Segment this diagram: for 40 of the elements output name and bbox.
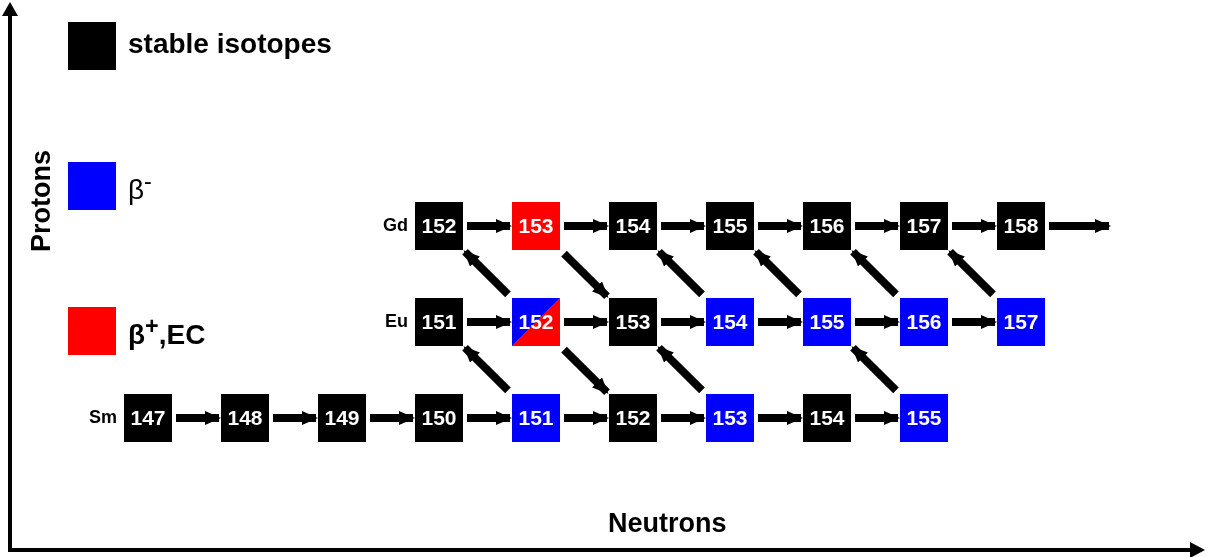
legend-label: stable isotopes <box>128 28 332 60</box>
isotope-box: 150 <box>415 394 463 442</box>
isotope-box: 153 <box>609 298 657 346</box>
isotope-box: 155 <box>803 298 851 346</box>
element-symbol: Eu <box>385 311 408 332</box>
arrow <box>850 248 899 298</box>
isotope-box: 156 <box>803 202 851 250</box>
arrow <box>656 344 705 394</box>
isotope-box: 158 <box>997 202 1045 250</box>
isotope-box: 157 <box>997 298 1045 346</box>
axis-title: Neutrons <box>608 508 727 539</box>
element-symbol: Gd <box>383 215 408 236</box>
isotope-box: 154 <box>706 298 754 346</box>
arrow <box>656 248 705 298</box>
isotope-box: 157 <box>900 202 948 250</box>
isotope-box: 154 <box>803 394 851 442</box>
arrow <box>561 250 610 300</box>
isotope-box: 149 <box>318 394 366 442</box>
isotope-box: 155 <box>900 394 948 442</box>
isotope-box: 154 <box>609 202 657 250</box>
arrow <box>462 248 511 298</box>
isotope-box: 151 <box>415 298 463 346</box>
arrow <box>462 344 511 394</box>
axis-title: Protons <box>26 150 57 252</box>
arrow <box>947 248 996 298</box>
isotope-box: 152 <box>609 394 657 442</box>
isotope-box: 151 <box>512 394 560 442</box>
isotope-box: 153 <box>706 394 754 442</box>
isotope-box: 148 <box>221 394 269 442</box>
arrow <box>850 344 899 394</box>
isotope-box: 147 <box>124 394 172 442</box>
arrow <box>561 346 610 396</box>
arrow <box>753 248 802 298</box>
isotope-box: 156 <box>900 298 948 346</box>
isotope-box: 155 <box>706 202 754 250</box>
legend-label: β$^{+}$,EC <box>128 313 206 352</box>
isotope-box: 153 <box>512 202 560 250</box>
legend-label: β$^{-}$ <box>128 168 152 207</box>
element-symbol: Sm <box>89 407 117 428</box>
isotope-box: 152 <box>415 202 463 250</box>
